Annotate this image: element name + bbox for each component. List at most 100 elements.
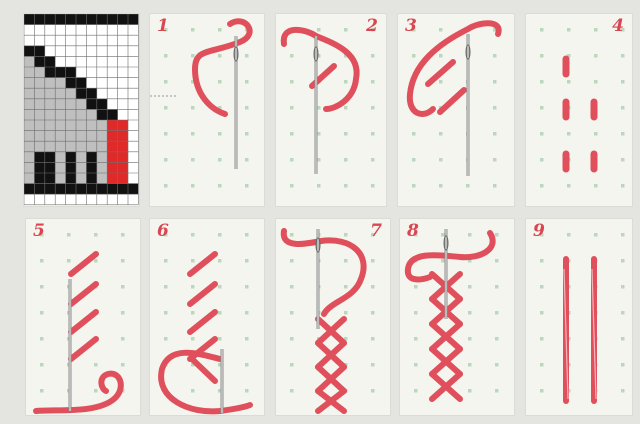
chart-cell: [55, 109, 65, 120]
chart-cell: [76, 131, 86, 142]
step-number: 5: [33, 223, 45, 240]
chart-cell: [66, 120, 76, 131]
step-number: 9: [533, 223, 545, 240]
chart-cell: [24, 99, 34, 110]
chart-cell: [66, 99, 76, 110]
chart-cell: [34, 46, 44, 57]
chart-cell: [34, 162, 44, 173]
chart-cell: [86, 152, 96, 163]
step-number: 6: [157, 223, 169, 240]
needle-icon: [314, 36, 318, 174]
chart-cell: [45, 78, 55, 89]
chart-cell: [24, 162, 34, 173]
step-panel-1: 1: [150, 14, 264, 206]
chart-cell: [97, 120, 107, 131]
step-number: 1: [157, 18, 169, 35]
chart-cell: [86, 99, 96, 110]
chart-cell: [97, 173, 107, 184]
chart-cell: [45, 131, 55, 142]
chart-cell: [45, 56, 55, 67]
chart-cell: [55, 184, 65, 195]
chart-cell: [76, 99, 86, 110]
chart-cell: [97, 152, 107, 163]
chart-cell: [24, 14, 34, 25]
step-panel-6: 6: [150, 219, 264, 415]
chart-cell: [66, 88, 76, 99]
chart-cell: [107, 184, 117, 195]
chart-cell: [66, 162, 76, 173]
chart-cell: [55, 152, 65, 163]
chart-cell: [34, 88, 44, 99]
chart-cell: [55, 141, 65, 152]
chart-cell: [45, 152, 55, 163]
chart-cell: [107, 109, 117, 120]
chart-cell: [76, 109, 86, 120]
chart-cell: [66, 78, 76, 89]
chart-cell: [34, 56, 44, 67]
chart-cell: [76, 162, 86, 173]
chart-cell: [45, 99, 55, 110]
chart-cell: [34, 14, 44, 25]
chart-cell: [97, 99, 107, 110]
chart-cell: [97, 184, 107, 195]
chart-cell: [86, 14, 96, 25]
chart-cell: [107, 131, 117, 142]
step-panel-4: 4: [526, 14, 632, 206]
chart-cell: [86, 109, 96, 120]
chart-cell: [66, 173, 76, 184]
chart-cell: [55, 162, 65, 173]
chart-cell: [76, 14, 86, 25]
stitch-drawing: [276, 14, 386, 206]
chart-cell: [66, 141, 76, 152]
chart-cell: [24, 152, 34, 163]
chart-cell: [55, 173, 65, 184]
chart-cell: [76, 173, 86, 184]
chart-cell: [118, 141, 128, 152]
stitch-drawing: [150, 219, 264, 415]
step-panel-3: 3: [398, 14, 514, 206]
step-number: 3: [405, 18, 417, 35]
chart-cell: [66, 131, 76, 142]
chart-cell: [55, 131, 65, 142]
chart-cell: [24, 120, 34, 131]
chart-cell: [128, 184, 138, 195]
step-panel-9: 9: [526, 219, 632, 415]
chart-cell: [66, 184, 76, 195]
chart-cell: [118, 162, 128, 173]
chart-cell: [118, 14, 128, 25]
chart-cell: [34, 141, 44, 152]
stitch-drawing: [398, 14, 514, 206]
chart-cell: [45, 67, 55, 78]
chart-cell: [66, 67, 76, 78]
chart-cell: [118, 120, 128, 131]
chart-cell: [34, 152, 44, 163]
chart-cell: [97, 131, 107, 142]
chart-cell: [55, 99, 65, 110]
chart-cell: [86, 184, 96, 195]
chart-cell: [34, 78, 44, 89]
chart-cell: [55, 120, 65, 131]
chart-cell: [97, 141, 107, 152]
chart-cell: [45, 141, 55, 152]
chart-cell: [107, 173, 117, 184]
chart-cell: [76, 184, 86, 195]
chart-cell: [45, 109, 55, 120]
chart-cell: [45, 120, 55, 131]
chart-cell: [66, 152, 76, 163]
chart-cell: [24, 109, 34, 120]
stitch-drawing: [150, 14, 264, 206]
chart-cell: [97, 14, 107, 25]
pattern-chart: [24, 14, 139, 206]
chart-cell: [24, 184, 34, 195]
chart-cell: [24, 173, 34, 184]
chart-cell: [118, 173, 128, 184]
chart-cell: [55, 67, 65, 78]
chart-cell: [45, 162, 55, 173]
step-panel-8: 8: [400, 219, 514, 415]
chart-cell: [97, 162, 107, 173]
chart-cell: [34, 109, 44, 120]
pattern-chart-grid: [24, 14, 139, 206]
chart-cell: [118, 131, 128, 142]
chart-cell: [24, 131, 34, 142]
chart-cell: [97, 109, 107, 120]
